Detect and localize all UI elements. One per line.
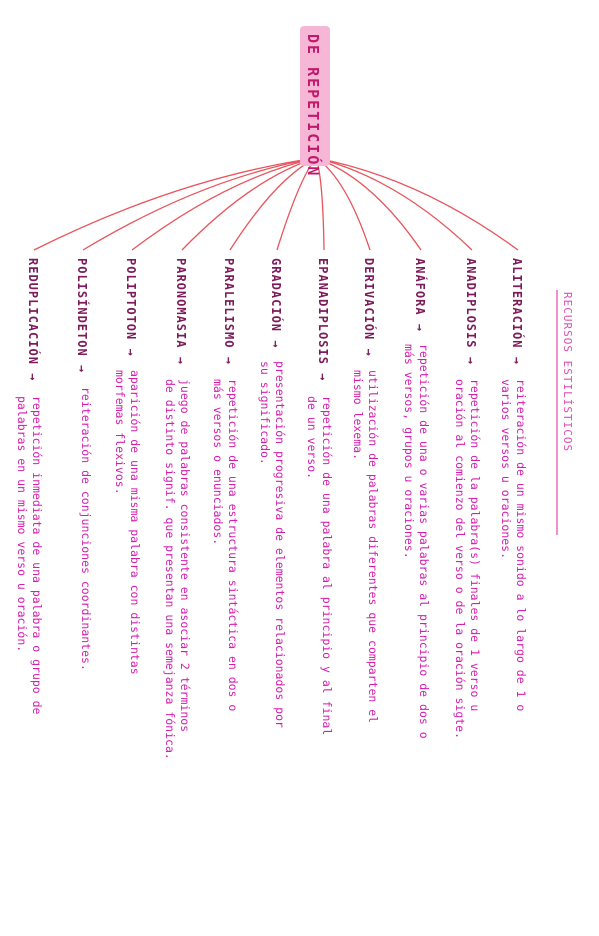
title-highlight <box>300 26 330 166</box>
arrow-icon: → <box>174 348 188 365</box>
term-label: PARONOMASIA <box>174 258 188 349</box>
term-label: POLISÍNDETON <box>75 258 89 357</box>
definition-line: palabras en un mismo verso u oración. <box>15 395 29 652</box>
definition-line: aparición de una misma palabra con disti… <box>128 370 142 675</box>
arrow-icon: → <box>269 332 283 349</box>
definition-line: juego de palabras consistente en asociar… <box>178 378 192 732</box>
figure-term: GRADACIÓN → <box>269 258 283 348</box>
figure-term: ALITERACIÓN → <box>510 258 524 365</box>
definition-line: reiteración de un mismo sonido a lo larg… <box>514 378 528 711</box>
branch-line <box>131 157 317 251</box>
figure-definition: reiteración de un mismo sonido a lo larg… <box>498 379 528 919</box>
term-label: REDUPLICACIÓN <box>26 258 40 365</box>
figure-term: REDUPLICACIÓN → <box>26 258 40 381</box>
figure-definition: repetición de una estructura sintáctica … <box>210 379 240 919</box>
arrow-icon: → <box>222 348 236 365</box>
arrow-icon: → <box>413 315 427 333</box>
arrow-icon: → <box>75 356 89 374</box>
term-label: PARALELISMO <box>222 258 236 349</box>
term-label: ALITERACIÓN <box>510 258 524 349</box>
figure-term: DERIVACIÓN → <box>362 258 376 357</box>
arrow-icon: → <box>362 340 376 357</box>
figure-term: ANADIPLOSIS → <box>464 258 478 365</box>
branch-line <box>82 157 317 251</box>
term-label: EPANADIPLOSIS <box>316 258 330 365</box>
definition-line: más versos o enunciados. <box>211 378 225 545</box>
side-label: RECURSOS ESTILÍSTICOS <box>561 292 574 453</box>
definition-line: oración al comienzo del verso o de la or… <box>453 378 467 739</box>
mind-map: DE REPETICIÓN RECURSOS ESTILÍSTICOS ALIT… <box>15 26 574 759</box>
branch-line <box>315 157 473 251</box>
term-label: ANADIPLOSIS <box>464 258 478 349</box>
term-label: GRADACIÓN <box>269 258 283 333</box>
definition-line: su significado. <box>258 361 272 466</box>
arrow-icon: → <box>510 348 524 365</box>
figure-definition: reiteración de conjunciones coordinantes… <box>78 387 93 927</box>
side-label-underline <box>556 290 558 535</box>
definition-line: repetición de la palabra(s) finales de 1… <box>468 378 482 711</box>
figure-term: POLIPTOTON → <box>124 258 138 357</box>
figure-definition: repetición inmediata de una palabra o gr… <box>14 396 44 936</box>
arrow-icon: → <box>464 348 478 365</box>
definition-line: varios versos u oraciones. <box>499 378 513 559</box>
figure-definition: juego de palabras consistente en asociar… <box>162 379 192 919</box>
definition-line: morfemas flexivos. <box>113 370 127 495</box>
definition-line: mismo lexema. <box>351 370 365 461</box>
arrow-icon: → <box>26 364 40 382</box>
figure-definition: aparición de una misma palabra con disti… <box>112 370 142 910</box>
definition-line: reiteración de conjunciones coordinantes… <box>79 387 93 672</box>
term-label: POLIPTOTON <box>124 258 138 341</box>
figure-term: ANÁFORA → <box>413 258 427 332</box>
branch-line <box>33 157 317 251</box>
definition-line: de un verso. <box>305 395 319 479</box>
definition-line: de distinto signif. que presentan una se… <box>163 378 177 760</box>
arrow-icon: → <box>124 340 138 357</box>
definition-line: utilización de palabras diferentes que c… <box>366 370 380 724</box>
map-title: DE REPETICIÓN <box>304 34 322 178</box>
definition-line: repetición de una palabra al principio y… <box>320 395 334 736</box>
figure-definition: repetición de una palabra al principio y… <box>304 396 334 936</box>
definition-line: presentación progresiva de elementos rel… <box>273 361 287 729</box>
term-label: DERIVACIÓN <box>362 258 376 341</box>
arrow-icon: → <box>316 364 330 382</box>
definition-line: más versos, grupos u oraciones. <box>402 344 416 559</box>
term-label: ANÁFORA <box>413 258 427 316</box>
definition-line: repetición de una estructura sintáctica … <box>226 378 240 711</box>
figure-term: EPANADIPLOSIS → <box>316 258 330 381</box>
definition-line: repetición de una o varias palabras al p… <box>417 344 431 739</box>
branch-line <box>315 157 519 251</box>
figure-definition: repetición de una o varias palabras al p… <box>401 344 431 884</box>
figure-term: POLISÍNDETON → <box>75 258 89 373</box>
figure-definition: utilización de palabras diferentes que c… <box>350 370 380 910</box>
definition-line: repetición inmediata de una palabra o gr… <box>30 395 44 715</box>
figure-definition: presentación progresiva de elementos rel… <box>257 361 287 901</box>
figure-term: PARONOMASIA → <box>174 258 188 365</box>
figure-term: PARALELISMO → <box>222 258 236 365</box>
figure-definition: repetición de la palabra(s) finales de 1… <box>452 379 482 919</box>
